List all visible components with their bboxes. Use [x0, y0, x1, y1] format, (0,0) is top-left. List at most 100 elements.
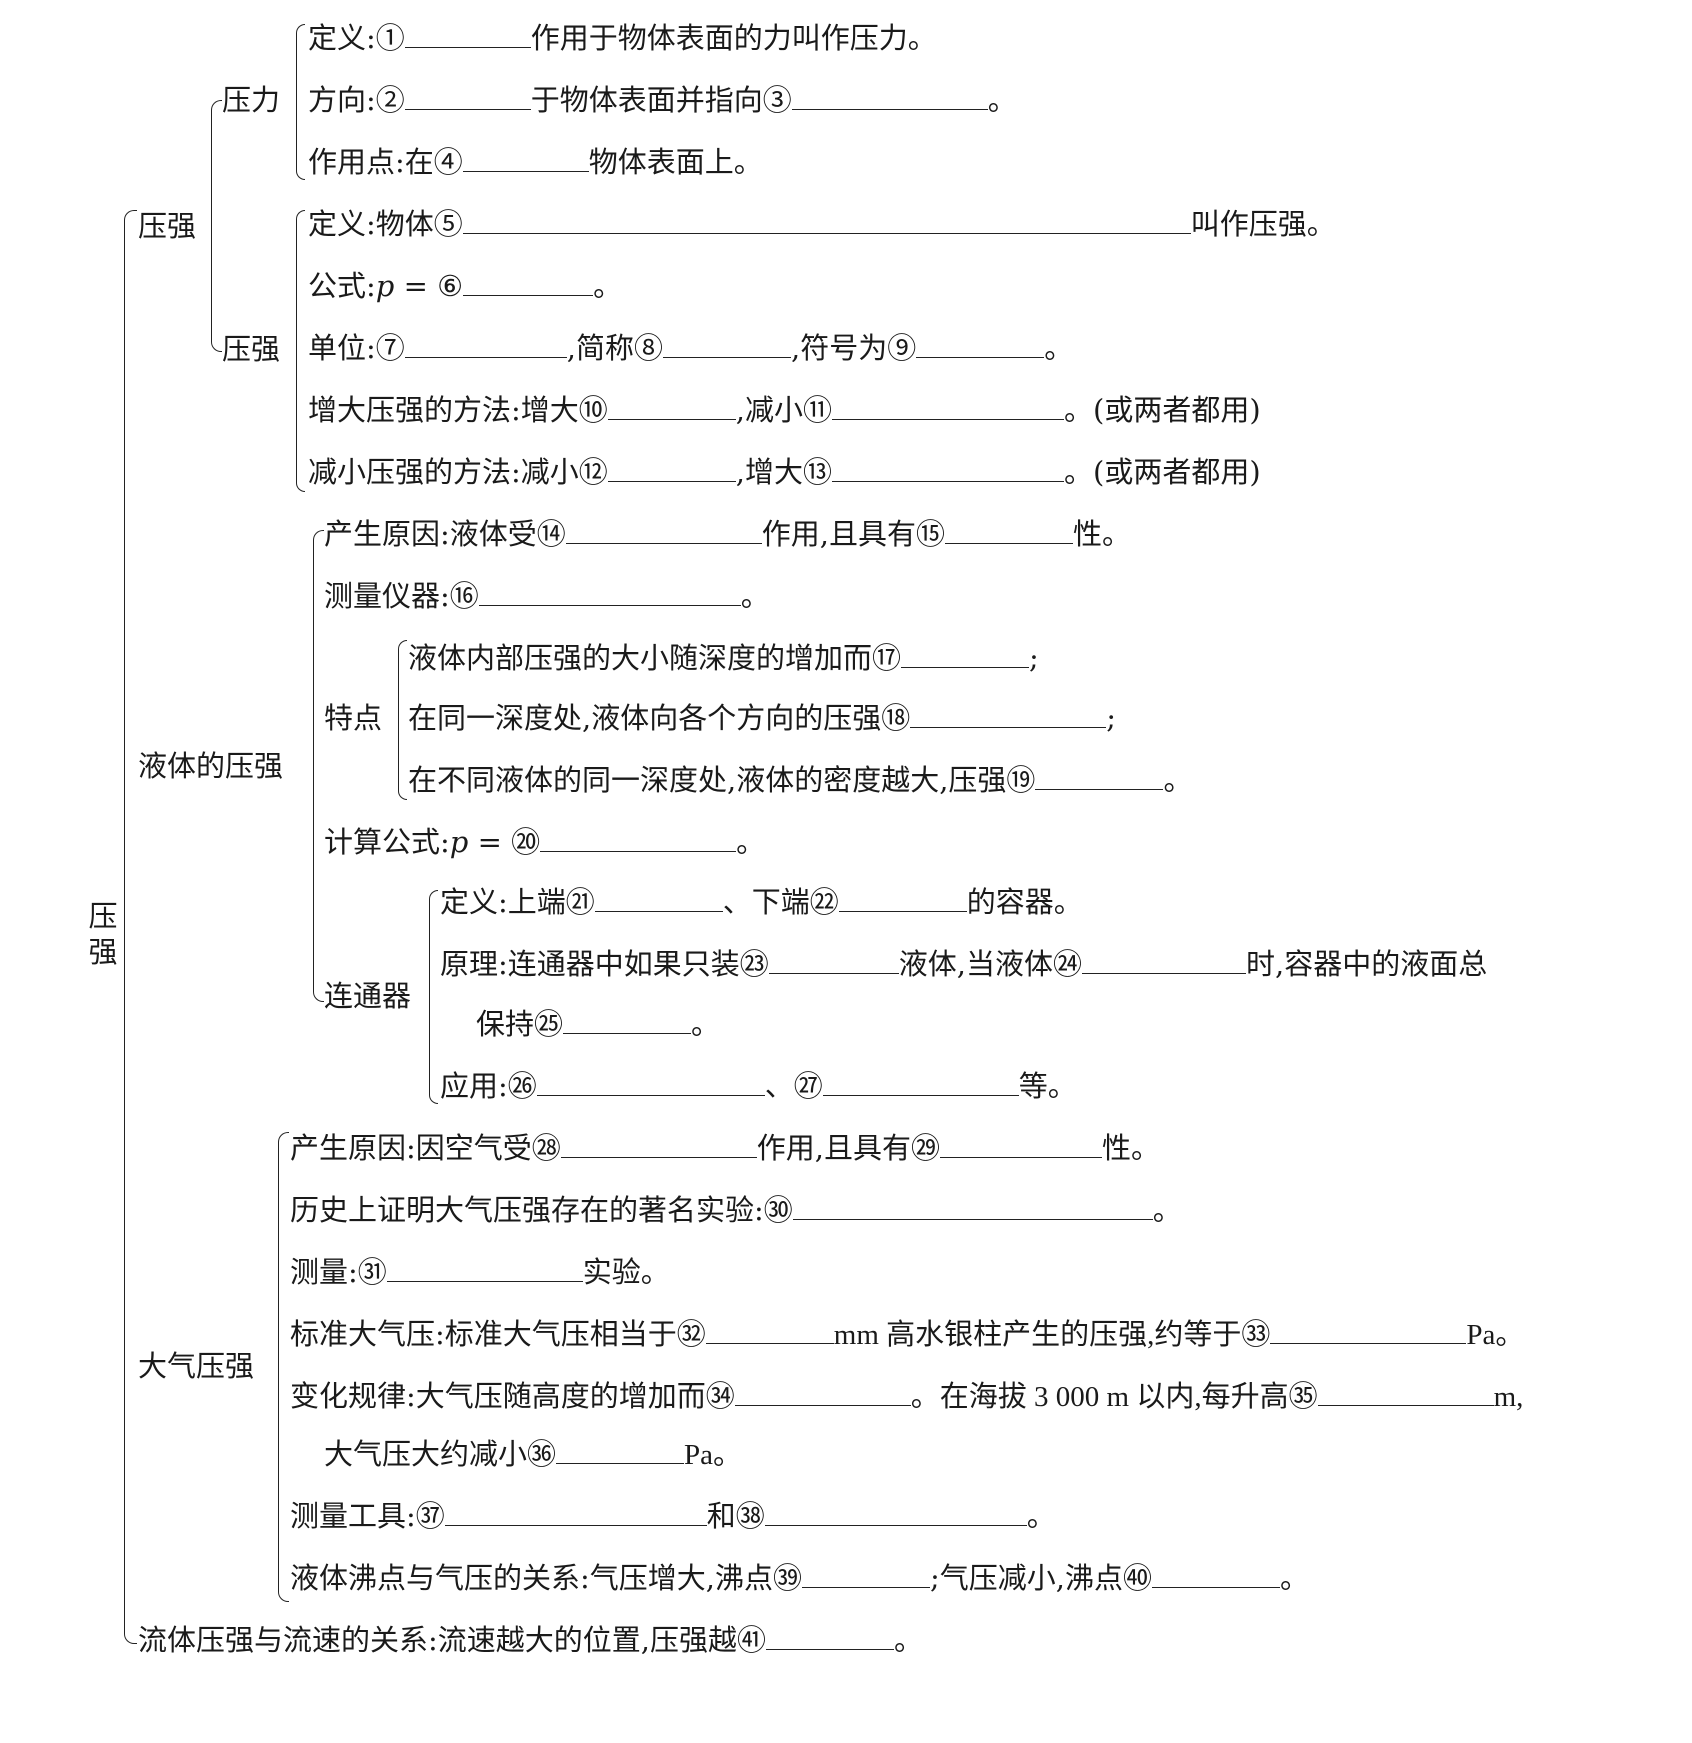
- text: 作用,且具有⑮: [761, 517, 945, 551]
- text: 减小压强的方法:减小⑫: [308, 455, 608, 489]
- text: 标准大气压:标准大气压相当于㉜: [290, 1317, 706, 1351]
- line-increase-methods: 增大压强的方法:增大⑩,减小⑪。(或两者都用): [308, 390, 1261, 430]
- text: 在同一深度处,液体向各个方向的压强⑱: [408, 701, 911, 735]
- text: 作用,且具有㉙: [756, 1131, 940, 1165]
- branch-feature: 特点: [324, 701, 383, 735]
- line-force-direction: 方向:② 于物体表面并指向③ 。: [308, 80, 1017, 120]
- blank-26[interactable]: [536, 1067, 765, 1096]
- line-connector-principle-cont: 保持㉕。: [476, 1004, 720, 1044]
- text: 方向:②: [308, 83, 405, 117]
- blank-35[interactable]: [1317, 1377, 1494, 1406]
- blank-10[interactable]: [607, 391, 736, 420]
- text: 。: [894, 1623, 924, 1657]
- text: 液体沸点与气压的关系:气压增大,沸点㊴: [290, 1561, 802, 1595]
- text: ;气压减小,沸点㊵: [930, 1561, 1152, 1595]
- text: 实验。: [582, 1255, 670, 1289]
- text: 在不同液体的同一深度处,液体的密度越大,压强⑲: [408, 763, 1036, 797]
- blank-33[interactable]: [1270, 1315, 1467, 1344]
- line-atm-experiment: 历史上证明大气压强存在的著名实验:㉚。: [290, 1190, 1182, 1230]
- blank-2[interactable]: [404, 81, 531, 110]
- text: 变化规律:大气压随高度的增加而㉞: [290, 1379, 735, 1413]
- blank-24[interactable]: [1082, 945, 1246, 974]
- blank-12[interactable]: [607, 453, 736, 482]
- blank-23[interactable]: [768, 945, 899, 974]
- text: 计算公式:: [324, 825, 450, 859]
- blank-4[interactable]: [462, 143, 589, 172]
- pressure-brace: [211, 100, 222, 352]
- text: 于物体表面并指向③: [530, 83, 792, 117]
- text: 。: [1152, 1193, 1182, 1227]
- blank-39[interactable]: [802, 1559, 930, 1588]
- blank-19[interactable]: [1035, 761, 1164, 790]
- blank-3[interactable]: [791, 81, 988, 110]
- text: 测量工具:㊲: [290, 1499, 445, 1533]
- text: 作用点:在④: [308, 145, 463, 179]
- symbol-p: p: [375, 269, 395, 303]
- text: mm 高水银柱产生的压强,约等于㉝: [833, 1319, 1271, 1351]
- line-fluid: 流体压强与流速的关系:流速越大的位置,压强越㊶。: [138, 1620, 923, 1660]
- text: 产生原因:液体受⑭: [324, 517, 566, 551]
- blank-28[interactable]: [560, 1129, 757, 1158]
- blank-38[interactable]: [764, 1497, 1027, 1526]
- text: 。: [593, 269, 623, 303]
- blank-8[interactable]: [663, 329, 791, 358]
- blank-5[interactable]: [462, 205, 1191, 234]
- line-liquid-instrument: 测量仪器:⑯。: [324, 576, 770, 616]
- line-feature-1: 液体内部压强的大小随深度的增加而⑰;: [408, 638, 1039, 678]
- blank-22[interactable]: [838, 883, 967, 912]
- blank-37[interactable]: [444, 1497, 707, 1526]
- blank-9[interactable]: [916, 329, 1045, 358]
- blank-13[interactable]: [832, 453, 1064, 482]
- blank-15[interactable]: [945, 515, 1073, 544]
- text: 产生原因:因空气受㉘: [290, 1131, 561, 1165]
- blank-36[interactable]: [556, 1435, 685, 1464]
- feature-brace: [398, 640, 407, 800]
- text: 公式:: [308, 269, 376, 303]
- blank-25[interactable]: [563, 1005, 692, 1034]
- blank-41[interactable]: [766, 1621, 894, 1650]
- blank-31[interactable]: [386, 1253, 583, 1282]
- blank-32[interactable]: [705, 1315, 834, 1344]
- line-atm-measure: 测量:㉛ 实验。: [290, 1252, 670, 1292]
- text: 。: [1044, 331, 1074, 365]
- text: 测量:㉛: [290, 1255, 387, 1289]
- text: 的容器。: [966, 885, 1083, 919]
- blank-14[interactable]: [565, 515, 762, 544]
- text: 应用:㉖: [440, 1069, 537, 1103]
- text: 作用于物体表面的力叫作压力。: [530, 21, 937, 55]
- text: ,符号为⑨: [791, 331, 917, 365]
- blank-27[interactable]: [822, 1067, 1019, 1096]
- blank-21[interactable]: [594, 883, 723, 912]
- root-text: 压强: [88, 899, 118, 969]
- blank-1[interactable]: [404, 19, 531, 48]
- blank-6[interactable]: [463, 267, 594, 296]
- blank-20[interactable]: [540, 823, 737, 852]
- blank-16[interactable]: [478, 577, 741, 606]
- text: 。: [1026, 1499, 1056, 1533]
- text: 。: [691, 1007, 721, 1041]
- blank-18[interactable]: [910, 699, 1107, 728]
- text: 等。: [1018, 1069, 1077, 1103]
- text: 增大压强的方法:增大⑩: [308, 393, 608, 427]
- text: ,增大⑬: [735, 455, 832, 489]
- text: 。: [1163, 763, 1193, 797]
- blank-11[interactable]: [832, 391, 1064, 420]
- pressure-sub-brace: [296, 210, 305, 492]
- blank-7[interactable]: [404, 329, 567, 358]
- branch-force: 压力: [222, 83, 281, 117]
- line-pressure-unit: 单位:⑦,简称⑧,符号为⑨。: [308, 328, 1073, 368]
- blank-40[interactable]: [1152, 1559, 1280, 1588]
- text: 。: [987, 83, 1017, 117]
- blank-29[interactable]: [940, 1129, 1102, 1158]
- blank-34[interactable]: [734, 1377, 911, 1406]
- text: 大气压大约减小㊱: [324, 1437, 557, 1471]
- blank-17[interactable]: [901, 639, 1030, 668]
- blank-30[interactable]: [792, 1191, 1153, 1220]
